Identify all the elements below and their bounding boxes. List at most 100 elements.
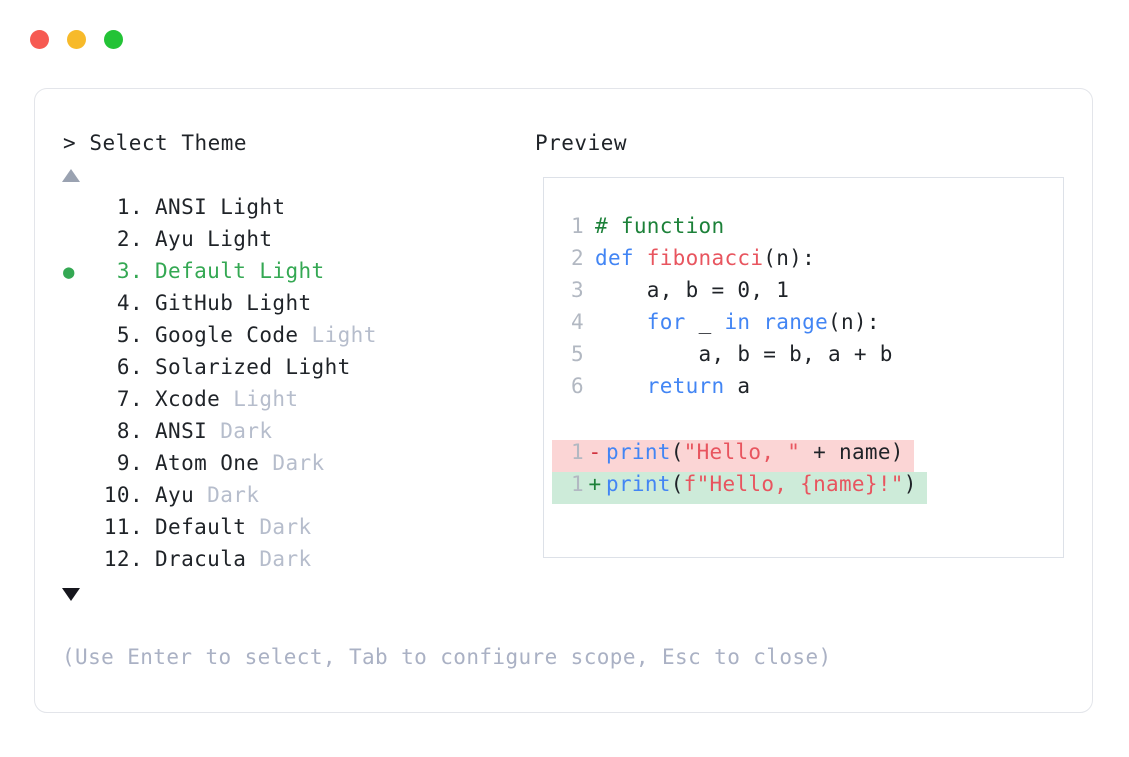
theme-list-item[interactable]: 11.Default Dark (63, 515, 503, 547)
theme-item-variant: Light (220, 387, 299, 411)
theme-picker-card: > Select Theme Preview 1.ANSI Light 2.Ay… (34, 88, 1093, 713)
bullet-placeholder (63, 295, 95, 314)
window-controls (30, 30, 123, 49)
diff-line-added: 1+print(f"Hello, {name}!") (552, 472, 927, 504)
theme-list-item[interactable]: 6.Solarized Light (63, 355, 503, 387)
theme-list-item[interactable]: 5.Google Code Light (63, 323, 503, 355)
token-comment: # function (595, 214, 725, 238)
code-line: 6 return a (562, 374, 1057, 406)
theme-item-name: Dracula (155, 547, 247, 571)
theme-item-name: Solarized (155, 355, 273, 379)
theme-item-number: 7. (116, 387, 143, 411)
diff-line-removed: 1-print("Hello, " + name) (552, 440, 914, 472)
theme-list-item[interactable]: 10.Ayu Dark (63, 483, 503, 515)
token-plain: _ (685, 310, 725, 334)
bullet-placeholder (63, 231, 95, 250)
theme-item-number: 11. (103, 515, 143, 539)
theme-item-number: 2. (116, 227, 143, 251)
line-number: 5 (571, 342, 584, 366)
theme-item-label: Ayu Light (143, 227, 272, 251)
token-plain: a, b = b, a + b (595, 342, 893, 366)
bullet-placeholder (63, 455, 95, 474)
token-kw: return (646, 374, 725, 398)
code-text: for _ in range(n): (595, 310, 880, 334)
theme-item-number: 12. (103, 547, 143, 571)
theme-list-item[interactable]: 7.Xcode Light (63, 387, 503, 419)
triangle-up-icon[interactable] (62, 169, 80, 182)
theme-list-item[interactable]: 4.GitHub Light (63, 291, 503, 323)
theme-item-name: Ayu (155, 483, 195, 507)
token-plain: ( (670, 440, 684, 464)
code-line: 2 def fibonacci(n): (562, 246, 1057, 278)
theme-item-variant: Dark (246, 515, 312, 539)
diff-line-number: 1 (571, 440, 584, 464)
code-line: 5 a, b = b, a + b (562, 342, 1057, 374)
theme-item-variant: Dark (259, 451, 325, 475)
code-text: a, b = b, a + b (595, 342, 893, 366)
line-number: 3 (571, 278, 584, 302)
token-plain: (n): (763, 246, 816, 270)
theme-item-number: 10. (103, 483, 143, 507)
theme-list-item[interactable]: 1.ANSI Light (63, 195, 503, 227)
token-plain (595, 374, 647, 398)
theme-item-label: GitHub Light (143, 291, 312, 315)
token-str: "Hello, " (683, 440, 801, 464)
bullet-placeholder (63, 391, 95, 410)
theme-item-number: 4. (116, 291, 143, 315)
code-line: 1 # function (562, 214, 1057, 246)
theme-item-number: 3. (116, 259, 143, 283)
theme-item-name: Atom One (155, 451, 260, 475)
theme-item-variant: Light (207, 195, 286, 219)
code-block: 1 # function 2 def fibonacci(n): 3 a, b = 0,… (562, 214, 1057, 406)
theme-list-item[interactable]: ●3.Default Light (63, 259, 503, 291)
theme-item-name: Xcode (155, 387, 221, 411)
page-title: > Select Theme (63, 133, 247, 154)
preview-panel: 1 # function 2 def fibonacci(n): 3 a, b = 0,… (543, 177, 1064, 558)
token-kw: range (763, 310, 829, 334)
token-kw: def (595, 246, 647, 270)
theme-item-name: ANSI (155, 195, 208, 219)
bullet-placeholder (63, 327, 95, 346)
theme-item-variant: Light (272, 355, 351, 379)
theme-list-item[interactable]: 2.Ayu Light (63, 227, 503, 259)
theme-item-name: Default (155, 259, 247, 283)
minimize-window-dot[interactable] (67, 30, 86, 49)
theme-list-item[interactable]: 9. Atom One Dark (63, 451, 503, 483)
triangle-down-icon[interactable] (62, 588, 80, 601)
diff-marker: - (588, 440, 602, 464)
theme-item-label: Solarized Light (143, 355, 351, 379)
diff-marker: + (588, 472, 602, 496)
theme-list-item[interactable]: 8.ANSI Dark (63, 419, 503, 451)
theme-item-label: Default Light (143, 259, 325, 283)
line-number: 2 (571, 246, 584, 270)
preview-title: Preview (535, 131, 628, 155)
theme-item-number: 9. (116, 451, 143, 475)
bullet-placeholder (63, 423, 95, 442)
theme-item-name: Ayu (155, 227, 195, 251)
token-plain (595, 310, 647, 334)
theme-item-variant: Dark (207, 419, 273, 443)
theme-item-label: Default Dark (143, 515, 312, 539)
theme-item-variant: Light (233, 291, 312, 315)
line-number: 1 (571, 214, 584, 238)
theme-item-name: GitHub (155, 291, 234, 315)
token-plain: a (724, 374, 751, 398)
theme-picker-body: > Select Theme Preview 1.ANSI Light 2.Ay… (35, 89, 1092, 712)
bullet-placeholder (63, 487, 95, 506)
theme-item-number: 5. (116, 323, 143, 347)
theme-item-label: Xcode Light (143, 387, 298, 411)
theme-item-name: Google Code (155, 323, 299, 347)
maximize-window-dot[interactable] (104, 30, 123, 49)
token-plain: a, b = 0, 1 (595, 278, 790, 302)
close-window-dot[interactable] (30, 30, 49, 49)
prompt-caret-icon: > (63, 131, 77, 155)
keyboard-hint: (Use Enter to select, Tab to configure s… (62, 645, 832, 669)
diff-code-text: print(f"Hello, {name}!") (606, 472, 927, 496)
code-text: return a (595, 374, 750, 398)
token-fn: fibonacci (646, 246, 764, 270)
token-plain: + name) (800, 440, 904, 464)
token-str: f"Hello, {name}!" (683, 472, 904, 496)
theme-list-item[interactable]: 12.Dracula Dark (63, 547, 503, 579)
bullet-placeholder (63, 551, 95, 570)
line-number: 4 (571, 310, 584, 334)
